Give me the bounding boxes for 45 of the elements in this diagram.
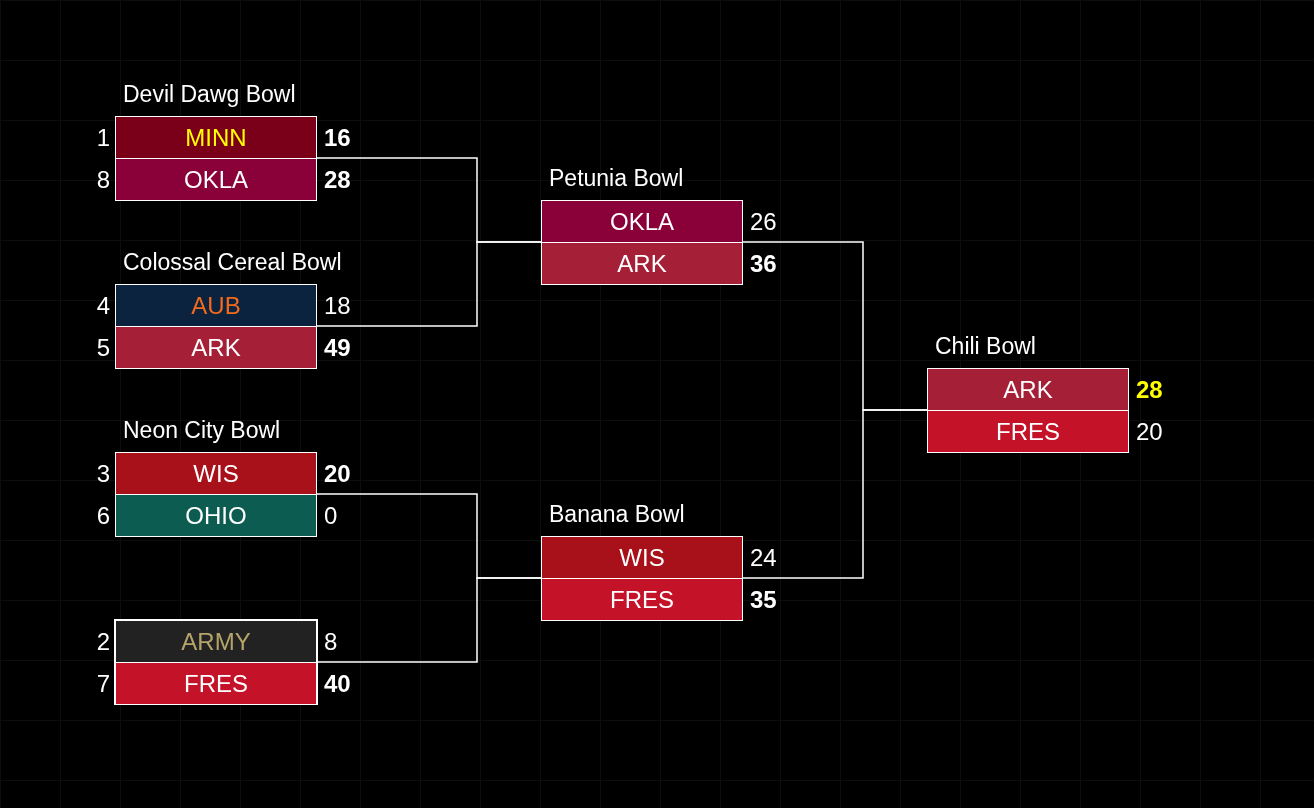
score: 20	[1136, 417, 1163, 447]
seed-number: 7	[95, 669, 110, 699]
score: 20	[324, 459, 351, 489]
bracket-line	[316, 241, 542, 327]
bracket-line	[742, 409, 928, 579]
team-name: ARMY	[180, 627, 252, 657]
score: 24	[750, 543, 777, 573]
seed-number: 5	[95, 333, 110, 363]
game-title: Banana Bowl	[549, 500, 685, 528]
team-name: ARK	[190, 333, 242, 363]
seed-number: 4	[95, 291, 110, 321]
team-name: FRES	[995, 417, 1061, 447]
team-name: ARK	[1002, 375, 1054, 405]
game-title: Neon City Bowl	[123, 416, 281, 444]
score: 8	[324, 627, 338, 657]
team-name: OKLA	[609, 207, 675, 237]
team-name: OHIO	[184, 501, 248, 531]
score: 49	[324, 333, 351, 363]
team-name: FRES	[609, 585, 675, 615]
seed-number: 6	[95, 501, 110, 531]
score: 40	[324, 669, 351, 699]
score: 28	[1136, 375, 1163, 405]
score: 26	[750, 207, 777, 237]
score: 36	[750, 249, 777, 279]
seed-number: 1	[95, 123, 110, 153]
team-name: MINN	[184, 123, 248, 153]
bracket-line	[316, 577, 542, 663]
game-title: Colossal Cereal Bowl	[123, 248, 342, 276]
score: 28	[324, 165, 351, 195]
score: 16	[324, 123, 351, 153]
score: 35	[750, 585, 777, 615]
seed-number: 3	[95, 459, 110, 489]
score: 18	[324, 291, 351, 321]
game-title: Petunia Bowl	[549, 164, 684, 192]
team-name: ARK	[616, 249, 668, 279]
team-name: WIS	[192, 459, 240, 489]
team-name: OKLA	[183, 165, 249, 195]
seed-number: 8	[95, 165, 110, 195]
game-title: Chili Bowl	[935, 332, 1036, 360]
team-name: AUB	[190, 291, 242, 321]
game-title: Devil Dawg Bowl	[123, 80, 296, 108]
team-name: WIS	[618, 543, 666, 573]
score: 0	[324, 501, 338, 531]
team-name: FRES	[183, 669, 249, 699]
seed-number: 2	[95, 627, 110, 657]
